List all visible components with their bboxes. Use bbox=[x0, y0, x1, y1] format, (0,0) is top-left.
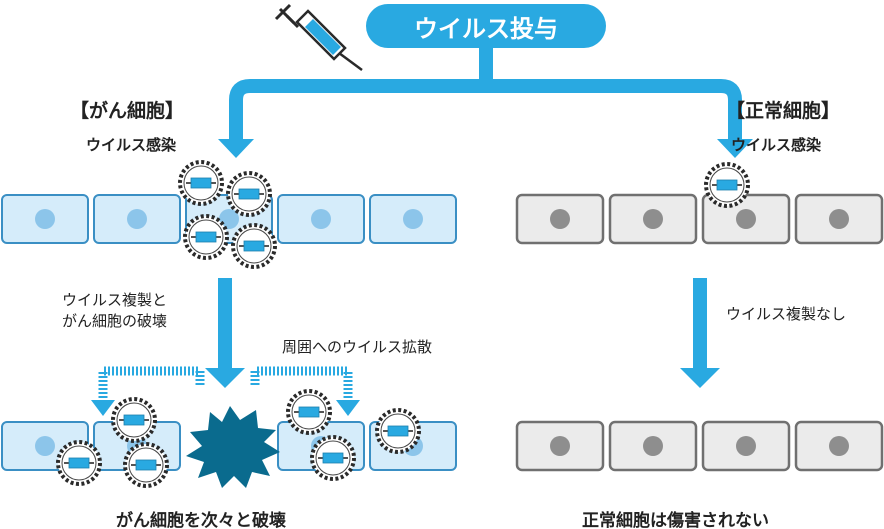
normal-heading: 【正常細胞】 bbox=[726, 100, 841, 122]
spread-arrow-right bbox=[250, 366, 360, 416]
cancer-heading: 【がん細胞】 bbox=[70, 100, 185, 122]
normal-cell-row-top bbox=[515, 193, 884, 245]
cancer-infection-label: ウイルス感染 bbox=[86, 136, 177, 154]
normal-result-label: 正常細胞は傷害されない bbox=[582, 511, 769, 529]
spread-arrow-left bbox=[91, 366, 205, 416]
cancer-result-label: がん細胞を次々と破壊 bbox=[116, 511, 286, 529]
down-arrow-normal bbox=[680, 278, 720, 388]
virus-icon bbox=[704, 162, 750, 208]
branch-connector bbox=[218, 46, 753, 158]
virus-administration-label: ウイルス投与 bbox=[366, 4, 606, 48]
syringe-icon bbox=[274, 3, 363, 72]
normal-cell-row-bottom bbox=[515, 420, 884, 472]
cancer-replication-label: ウイルス複製と がん細胞の破壊 bbox=[62, 291, 168, 330]
spread-label: 周囲へのウイルス拡散 bbox=[282, 338, 433, 356]
normal-replication-label: ウイルス複製なし bbox=[726, 305, 847, 323]
down-arrow-cancer bbox=[205, 278, 245, 388]
cell-burst-icon bbox=[186, 406, 280, 488]
normal-infection-label: ウイルス感染 bbox=[731, 136, 822, 154]
